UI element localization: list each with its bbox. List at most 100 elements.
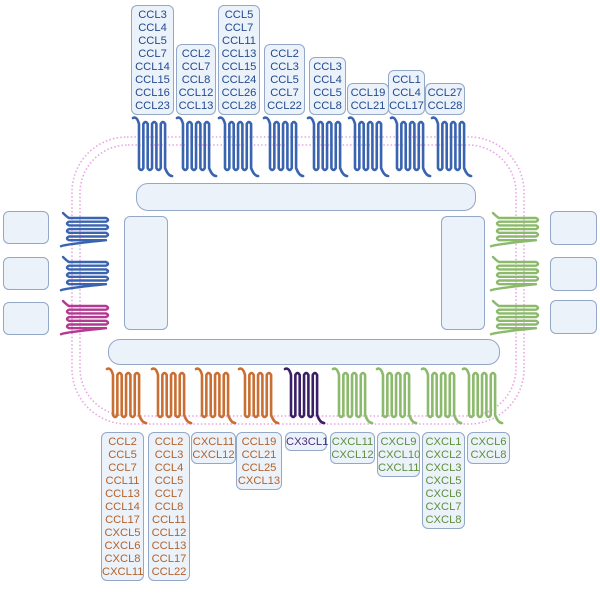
ligand-label: CXCL10 — [378, 449, 421, 461]
ligand-label: CCL7 — [224, 22, 254, 34]
ligand-label: CCL3 — [313, 61, 342, 73]
ligand-label: CCL4 — [392, 87, 421, 99]
ligand-label: CCL17 — [105, 514, 140, 526]
receptor-ccr8-icon — [389, 116, 432, 178]
ligand-box-cxcr4 — [550, 211, 597, 245]
receptor-cxcr7-icon — [331, 367, 374, 425]
receptor-ccr7-icon — [347, 116, 390, 178]
ligand-label: CCL4 — [138, 22, 167, 34]
ligand-label: CCL4 — [313, 74, 342, 86]
ligand-label: CXCL13 — [237, 475, 281, 487]
ligand-label: CCL7 — [181, 61, 211, 73]
ligand-label: CCL16 — [135, 87, 170, 99]
top-receptor-bar — [136, 183, 476, 211]
ligand-box-ccr6 — [3, 211, 49, 244]
ligand-label: CCL3 — [138, 9, 167, 21]
ligand-label: CCL14 — [135, 61, 170, 73]
ligand-label: CCL8 — [154, 501, 184, 513]
ligand-label: CCL5 — [224, 9, 254, 21]
ligand-label: CCL7 — [138, 48, 167, 60]
ligand-label: CCL3 — [270, 61, 299, 73]
ligand-label: CCL27 — [427, 87, 463, 99]
ligand-label: CCL3 — [154, 449, 184, 461]
ligand-label: CXCL2 — [425, 449, 462, 461]
receptor-cxcr2-icon — [420, 367, 463, 425]
receptor-ccr4-icon — [262, 116, 305, 178]
ligand-label: CXCL1 — [425, 436, 462, 448]
ligand-label: CCL21 — [241, 449, 277, 461]
ligand-label: CCL13 — [178, 100, 214, 112]
ligand-label: CCL11 — [222, 35, 256, 47]
receptor-cxcr5-icon — [489, 255, 540, 292]
ligand-label: CCL5 — [154, 475, 184, 487]
ligand-label: CCL22 — [151, 566, 187, 578]
ligand-label: CCL5 — [138, 35, 167, 47]
ligand-label: CCL11 — [105, 475, 140, 487]
ligand-box-cx3cr1: CX3CL1 — [285, 432, 329, 451]
ligand-label: CCL2 — [181, 48, 211, 60]
receptor-ccr10-icon — [430, 116, 473, 178]
receptor-ccr1-icon — [131, 116, 174, 178]
receptor-ackr4-icon — [237, 367, 280, 425]
membrane-outer — [71, 136, 525, 425]
receptor-ackr3-icon — [194, 367, 237, 425]
ligand-label: CXCL11 — [378, 462, 420, 474]
ligand-label: CCL8 — [181, 74, 211, 86]
receptor-cxcr4-icon — [489, 211, 540, 248]
ligand-label: CX3CL1 — [286, 436, 329, 448]
ligand-label: CXCL5 — [425, 475, 462, 487]
ligand-label: CCL4 — [154, 462, 184, 474]
ligand-label: CCL2 — [154, 436, 184, 448]
ligand-label: CCL7 — [108, 462, 137, 474]
ligand-label: CXCL5 — [104, 527, 141, 539]
receptor-cxcr1-icon — [461, 367, 504, 425]
ligand-label: CCL23 — [135, 100, 170, 112]
ligand-label: CCL7 — [270, 87, 299, 99]
ligand-label: CXCL6 — [104, 540, 141, 552]
ligand-label: CCL12 — [178, 87, 214, 99]
ligand-label: CCL2 — [270, 48, 299, 60]
receptor-ackr1-icon — [105, 367, 148, 425]
ligand-label: CXCL7 — [425, 501, 462, 513]
ligand-label: CCL14 — [105, 501, 140, 513]
ligand-label: CXCL8 — [104, 553, 141, 565]
receptor-ccr2-icon — [175, 116, 218, 178]
ligand-label: CXCL11 — [192, 436, 235, 448]
ligand-label: CCL19 — [350, 87, 386, 99]
ligand-label: CCL25 — [241, 462, 277, 474]
ligand-label: CCL7 — [154, 488, 184, 500]
receptor-ccr6-icon — [59, 211, 110, 248]
ligand-label: CCL19 — [241, 436, 277, 448]
receptor-ackr2-icon — [150, 367, 193, 425]
ligand-label: CXCL6 — [425, 488, 462, 500]
receptor-ccr3-icon — [217, 116, 260, 178]
receptor-cxcr6-icon — [489, 299, 540, 336]
ligand-label: CCL28 — [427, 100, 463, 112]
ligand-label: CXCL8 — [470, 449, 507, 461]
ligand-label: CXCL6 — [470, 436, 507, 448]
ligand-label: CCL13 — [221, 48, 257, 60]
ligand-label: CXCL12 — [331, 449, 374, 461]
ligand-box-xcr1 — [3, 302, 49, 335]
receptor-ccr9-icon — [59, 255, 110, 292]
receptor-xcr1-icon — [59, 299, 110, 336]
ligand-label: CCL22 — [267, 100, 302, 112]
ligand-label: CCL13 — [151, 540, 187, 552]
ligand-label: CXCL8 — [425, 514, 462, 526]
ligand-box-cxcr5 — [550, 257, 597, 291]
ligand-box-cxcr6 — [550, 300, 597, 334]
ligand-label: CCL5 — [270, 74, 299, 86]
ligand-label: CCL1 — [392, 74, 421, 86]
ligand-label: CCL15 — [135, 74, 170, 86]
ligand-label: CCL12 — [151, 527, 187, 539]
